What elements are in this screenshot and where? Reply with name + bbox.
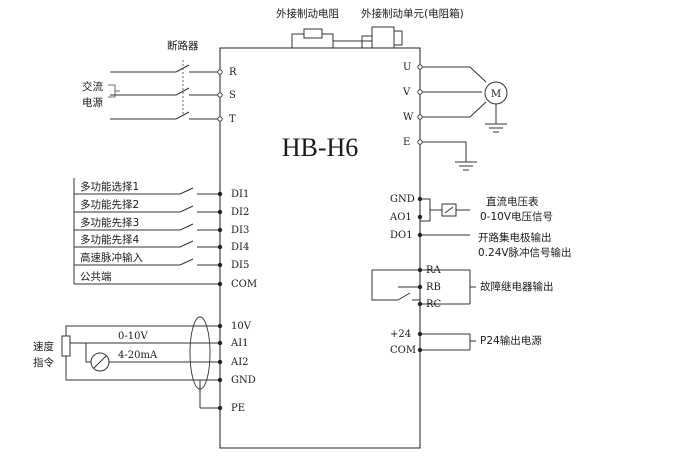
10v-label: 10V xyxy=(231,321,252,332)
v-terminal xyxy=(417,89,423,95)
ai2-label: AI2 xyxy=(230,357,249,368)
ac-supply-line1: 交流 xyxy=(82,80,103,93)
10v-terminal xyxy=(217,323,223,329)
range-4-20ma: 4-20mA xyxy=(118,350,158,361)
u-label: U xyxy=(403,62,411,73)
com-label: COM xyxy=(231,279,257,290)
di5-terminal xyxy=(217,262,223,268)
u-terminal xyxy=(417,64,423,70)
speed-cmd-line1: 速度 xyxy=(33,340,54,353)
pulse-output-label: 0.24V脉冲信号输出 xyxy=(478,246,572,259)
p24-wiring xyxy=(420,333,476,351)
di5-label: DI5 xyxy=(231,260,249,271)
di4-terminal xyxy=(217,244,223,250)
e-terminal xyxy=(417,139,423,145)
p24-terminal-label: +24 xyxy=(390,329,411,340)
di3-label: DI3 xyxy=(231,225,249,236)
rc-terminal xyxy=(417,301,423,307)
motor-wiring xyxy=(420,66,507,133)
ai1-label: AI1 xyxy=(230,338,249,349)
r-terminal xyxy=(217,69,223,75)
do1-terminal xyxy=(417,232,423,238)
drive-body xyxy=(219,47,421,449)
com-desc: 公共端 xyxy=(80,270,112,283)
relay-wiring xyxy=(371,269,476,305)
rb-terminal xyxy=(417,284,423,290)
com-out-label: COM xyxy=(390,345,416,356)
meter-label: 直流电压表 xyxy=(486,195,539,208)
t-label: T xyxy=(229,114,236,125)
w-terminal xyxy=(417,114,423,120)
earth-wiring xyxy=(420,141,477,171)
ra-label: RA xyxy=(426,265,442,276)
breaker-switches xyxy=(110,60,220,120)
di2-terminal xyxy=(217,209,223,215)
di4-desc: 多功能先择4 xyxy=(80,233,139,246)
breaker-label: 断路器 xyxy=(167,39,199,52)
relay-label: 故障继电器输出 xyxy=(480,280,554,293)
di4-label: DI4 xyxy=(231,242,249,253)
com-terminal xyxy=(217,281,223,287)
oc-output-label: 开路集电极输出 xyxy=(478,231,552,244)
pe-terminal xyxy=(217,405,223,411)
di1-desc: 多功能选择1 xyxy=(80,180,139,193)
do1-label: DO1 xyxy=(390,230,413,241)
analog-wiring xyxy=(61,316,220,409)
motor-icon xyxy=(484,81,508,105)
brake-resistor-label: 外接制动电阻 xyxy=(276,7,339,20)
ai1-terminal xyxy=(217,340,223,346)
ra-terminal xyxy=(417,267,423,273)
brake-unit-label: 外接制动单元(电阻箱) xyxy=(361,7,464,20)
speed-cmd-line2: 指令 xyxy=(33,356,54,369)
ao1-terminal xyxy=(417,214,423,220)
ao1-label: AO1 xyxy=(389,212,412,223)
gnd-label: GND xyxy=(231,375,256,386)
di-wiring xyxy=(73,178,220,285)
s-label: S xyxy=(229,90,236,101)
r-label: R xyxy=(229,67,237,78)
brake-unit-box xyxy=(333,26,403,50)
model-name: HB-H6 xyxy=(282,133,359,162)
di2-label: DI2 xyxy=(231,207,249,218)
pe-label: PE xyxy=(231,403,245,414)
p24-terminal xyxy=(417,331,423,337)
ac-supply-line2: 电源 xyxy=(82,96,103,109)
di1-terminal xyxy=(217,191,223,197)
di2-desc: 多功能先择2 xyxy=(80,198,139,211)
v-label: V xyxy=(402,87,411,98)
di3-terminal xyxy=(217,227,223,233)
gnd-out-terminal xyxy=(417,196,423,202)
com-out-terminal xyxy=(417,347,423,353)
brake-resistor xyxy=(291,28,334,48)
ai2-terminal xyxy=(217,359,223,365)
e-label: E xyxy=(403,137,410,148)
gnd-terminal xyxy=(217,377,223,383)
rb-label: RB xyxy=(426,282,441,293)
t-terminal xyxy=(217,116,223,122)
meter-wiring xyxy=(420,198,470,236)
gnd-out-label: GND xyxy=(390,194,415,205)
w-label: W xyxy=(403,112,414,123)
di1-label: DI1 xyxy=(231,189,249,200)
motor-symbol: M xyxy=(491,89,501,100)
meter-signal-label: 0-10V电压信号 xyxy=(480,210,553,223)
di5-desc: 高速脉冲输入 xyxy=(80,251,143,264)
di3-desc: 多功能先择3 xyxy=(80,216,139,229)
range-0-10v: 0-10V xyxy=(118,331,148,342)
rc-label: RC xyxy=(426,299,442,310)
s-terminal xyxy=(217,92,223,98)
p24-label: P24输出电源 xyxy=(480,334,542,347)
